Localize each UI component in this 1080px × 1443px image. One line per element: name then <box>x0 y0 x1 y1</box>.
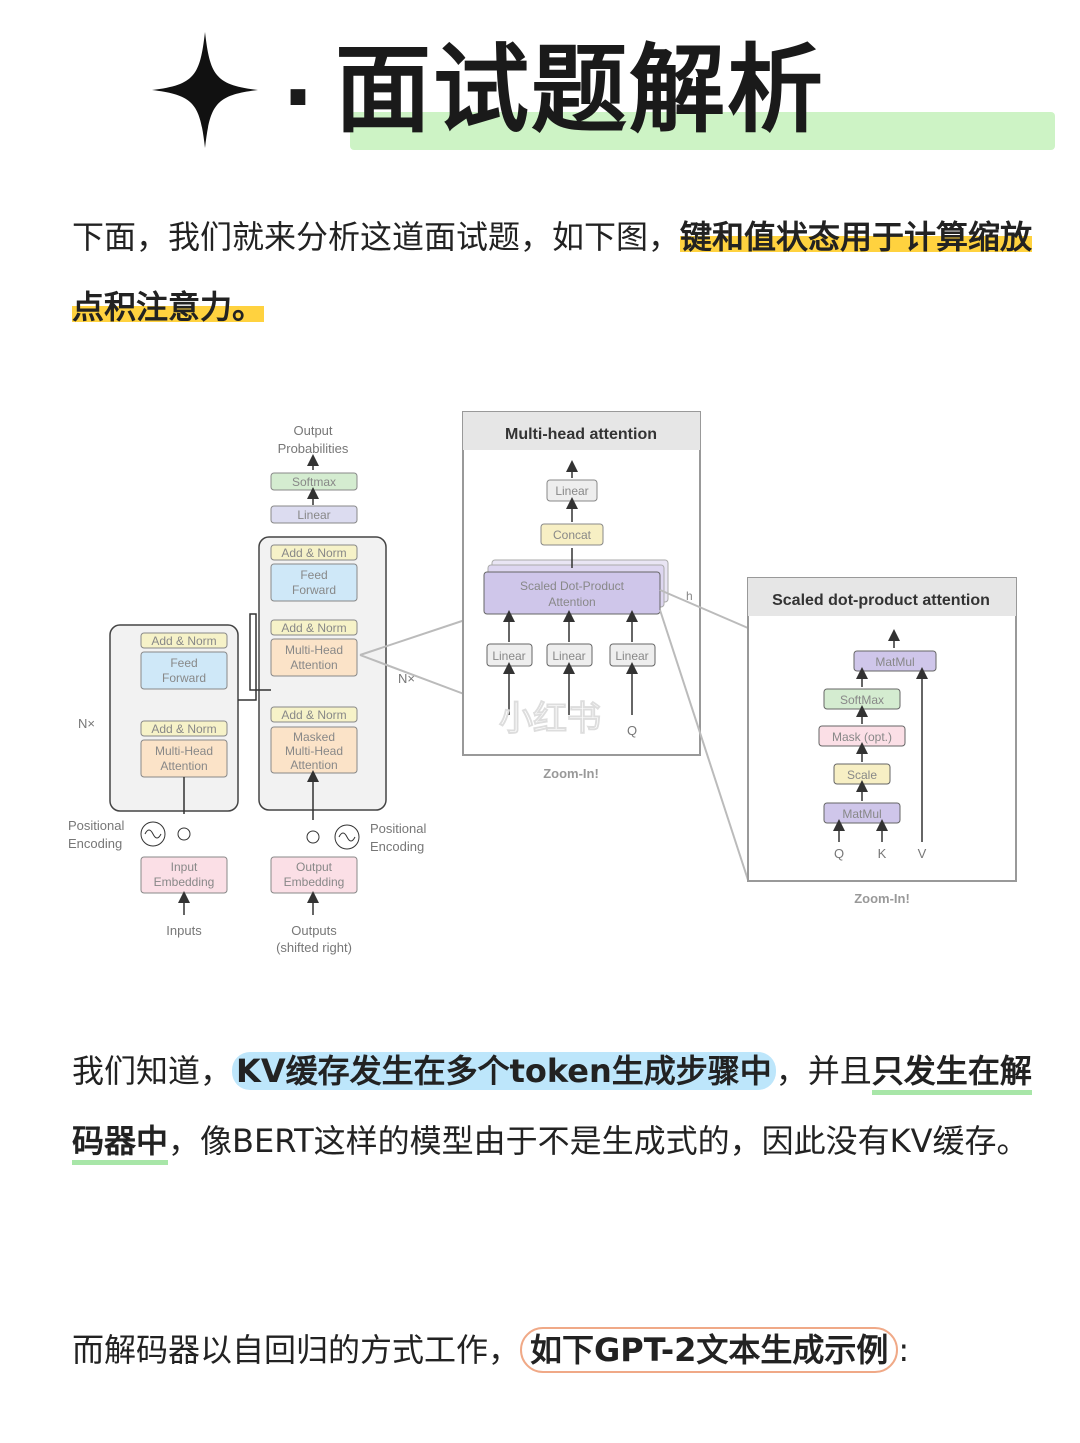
outputs-label-1: Outputs <box>291 923 337 938</box>
p2-green-highlight-2: 在解码器中 <box>72 1052 1032 1165</box>
encoder-mha-1: Multi-Head <box>155 744 213 758</box>
decoder-mha-2: Attention <box>290 658 337 672</box>
decoder-paragraph: 而解码器以自回归的方式工作，如下GPT-2文本生成示例: <box>72 1315 1037 1385</box>
input-embedding-1: Input <box>171 860 198 874</box>
title-dot: · <box>282 48 314 146</box>
mha-h: h <box>686 589 693 603</box>
mha-linear: Linear <box>555 484 588 498</box>
encoder-feed-forward-1: Feed <box>170 656 197 670</box>
decoder-pe-2: Encoding <box>370 839 424 854</box>
sdp-v: V <box>918 846 927 861</box>
p3-end: : <box>898 1331 910 1369</box>
intro-text: 下面，我们就来分析这道面试题，如下图， <box>72 218 681 256</box>
kv-cache-paragraph: 我们知道，KV缓存发生在多个token生成步骤中，并且只发生在解码器中，像BER… <box>72 1036 1037 1176</box>
encoder-pe-2: Encoding <box>68 836 122 851</box>
masked-mha-3: Attention <box>290 758 337 772</box>
transformer-architecture: Output Probabilities Softmax Linear Add … <box>68 423 426 955</box>
p2-blue-highlight: KV缓存发生在多个token生成步骤中 <box>232 1052 776 1090</box>
mha-linear-row: Linear Linear Linear <box>486 610 656 715</box>
outputs-label-2: (shifted right) <box>276 940 352 955</box>
p2-text-3: ，像BERT这样的模型由于不是生成式的，因此没有KV缓存。 <box>168 1122 1029 1160</box>
mha-zoom-label: Zoom-In! <box>543 766 599 781</box>
decoder-mha-1: Multi-Head <box>285 643 343 657</box>
sdp-q: Q <box>834 846 844 861</box>
title-area: · 面试题解析 <box>150 30 1055 160</box>
p3-text: 而解码器以自回归的方式工作， <box>72 1331 521 1369</box>
mha-linear-v: Linear <box>492 649 525 663</box>
mha-sdpa-2: Attention <box>548 595 595 609</box>
mha-concat: Concat <box>553 528 592 542</box>
mha-title: Multi-head attention <box>505 426 657 443</box>
decoder-pe-1: Positional <box>370 821 426 836</box>
sdp-scale: Scale <box>847 768 877 782</box>
linear-block: Linear <box>297 508 330 522</box>
p3-oval-highlight: 如下GPT-2文本生成示例 <box>520 1327 899 1373</box>
p2-text-2: ，并且 <box>775 1052 872 1090</box>
title-highlight-band <box>350 112 1055 150</box>
sdp-k: K <box>878 846 887 861</box>
mha-linear-q: Linear <box>615 649 648 663</box>
encoder-add-norm-1: Add & Norm <box>151 722 216 736</box>
sparkle-icon <box>152 32 258 148</box>
mha-linear-k: Linear <box>552 649 585 663</box>
masked-mha-1: Masked <box>293 730 335 744</box>
output-embedding-1: Output <box>296 860 333 874</box>
watermark: 小红书 <box>499 699 601 739</box>
input-embedding-2: Embedding <box>154 875 215 889</box>
intro-paragraph: 下面，我们就来分析这道面试题，如下图，键和值状态用于计算缩放点积注意力。 <box>72 202 1037 342</box>
encoder-pe-1: Positional <box>68 818 124 833</box>
mha-sdpa-1: Scaled Dot-Product <box>520 579 625 593</box>
decoder-add-norm-2: Add & Norm <box>281 621 346 635</box>
softmax-block: Softmax <box>292 475 336 489</box>
sdp-softmax: SoftMax <box>840 693 884 707</box>
transformer-diagram: Output Probabilities Softmax Linear Add … <box>68 411 1017 955</box>
decoder-add-norm-3: Add & Norm <box>281 546 346 560</box>
encoder-nx-label: N× <box>78 716 95 731</box>
decoder-feed-forward-1: Feed <box>300 568 327 582</box>
encoder-add-norm-2: Add & Norm <box>151 634 216 648</box>
multi-head-attention-panel: Multi-head attention Linear Concat Scale… <box>462 411 701 781</box>
output-probabilities-label-2: Probabilities <box>278 441 349 456</box>
sdp-mask: Mask (opt.) <box>832 730 892 744</box>
encoder-feed-forward-2: Forward <box>162 671 206 685</box>
decoder-feed-forward-2: Forward <box>292 583 336 597</box>
sdp-zoom-label: Zoom-In! <box>854 891 910 906</box>
encoder-mha-2: Attention <box>160 759 207 773</box>
output-embedding-2: Embedding <box>284 875 345 889</box>
decoder-add-norm-1: Add & Norm <box>281 708 346 722</box>
p2-green-highlight-1: 只发生 <box>871 1052 968 1095</box>
sdp-matmul-bottom: MatMul <box>842 807 881 821</box>
masked-mha-2: Multi-Head <box>285 744 343 758</box>
p2-text-1: 我们知道， <box>72 1052 233 1090</box>
scaled-dot-product-panel: Scaled dot-product attention MatMul Soft… <box>747 577 1017 906</box>
sdp-title: Scaled dot-product attention <box>772 592 990 609</box>
inputs-label: Inputs <box>166 923 202 938</box>
sdp-matmul-top: MatMul <box>875 655 914 669</box>
mha-q-label: Q <box>627 723 637 738</box>
output-probabilities-label-1: Output <box>293 423 332 438</box>
page-title: 面试题解析 <box>335 34 825 146</box>
